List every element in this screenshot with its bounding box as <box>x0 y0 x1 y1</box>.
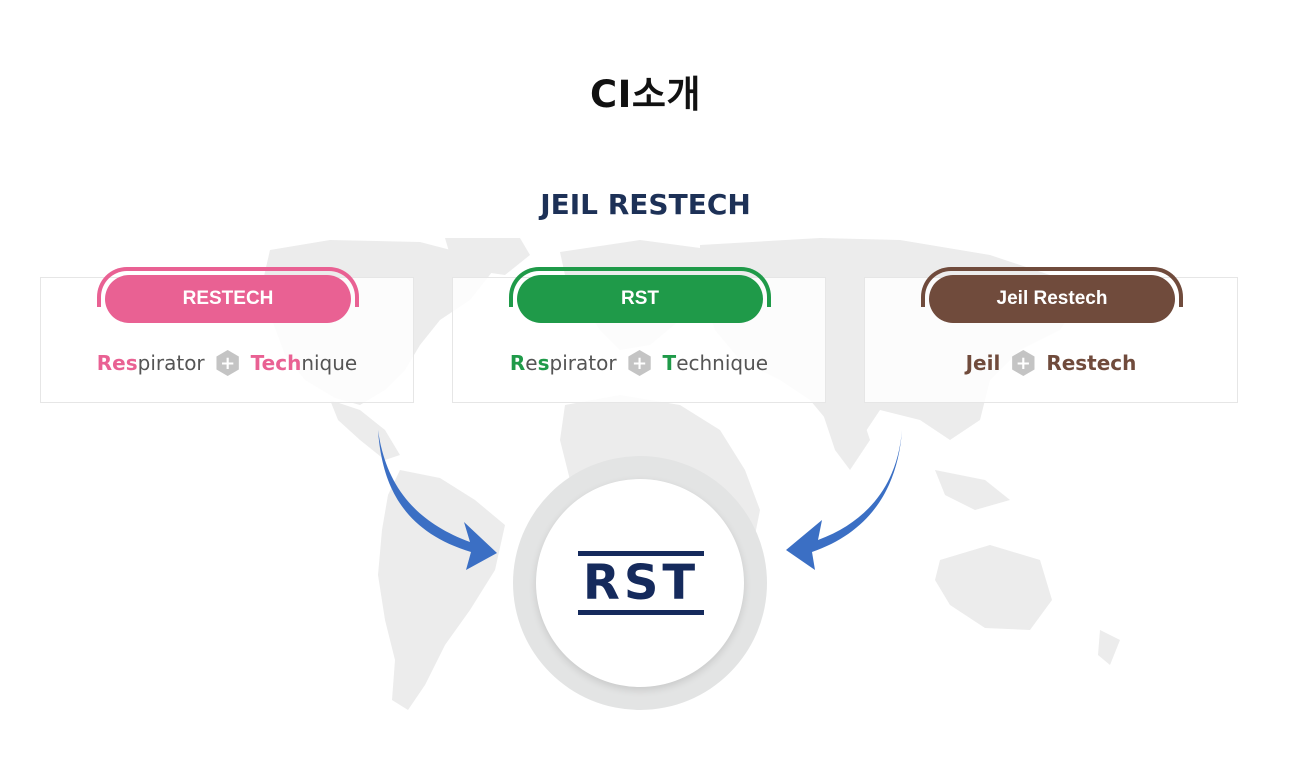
logo-disc <box>536 479 744 687</box>
formula-highlight: Tech <box>250 351 302 375</box>
formula-rest: pirator <box>137 351 205 375</box>
formula-highlight: Restech <box>1046 351 1137 375</box>
plus-icon: + <box>1012 350 1035 376</box>
card-arc-decoration <box>509 267 771 307</box>
right-arrow-icon <box>786 430 902 570</box>
formula-highlight: s <box>537 351 550 375</box>
logo-ring <box>513 456 767 710</box>
card-title-pill: Jeil Restech <box>929 275 1175 323</box>
plus-icon: + <box>628 350 651 376</box>
section-title: JEIL RESTECH <box>540 188 751 221</box>
logo-text: RST <box>582 555 700 611</box>
rst-logo: RST <box>513 456 767 710</box>
card-jeil-restech: Jeil Restech Jeil + Restech <box>864 267 1238 403</box>
formula-rest: echnique <box>676 351 769 375</box>
formula-highlight: T <box>662 351 677 375</box>
card-arc-decoration <box>97 267 359 307</box>
formula-rest: e <box>525 351 538 375</box>
formula-highlight: Res <box>96 351 138 375</box>
logo-bottom-bar <box>578 610 704 615</box>
card-arc-decoration <box>921 267 1183 307</box>
rst-logo-mark: RST <box>578 551 704 615</box>
card-formula: Jeil + Restech <box>865 350 1237 376</box>
card-title-pill: RESTECH <box>105 275 351 323</box>
formula-rest: nique <box>301 351 358 375</box>
formula-highlight: R <box>509 351 526 375</box>
left-arrow-icon <box>378 430 497 570</box>
formula-highlight: Jeil <box>965 351 1001 375</box>
card-title-pill: RST <box>517 275 763 323</box>
page-title: CI소개 <box>589 73 701 116</box>
plus-icon: + <box>216 350 239 376</box>
formula-rest: pirator <box>549 351 617 375</box>
logo-top-bar <box>578 551 704 556</box>
